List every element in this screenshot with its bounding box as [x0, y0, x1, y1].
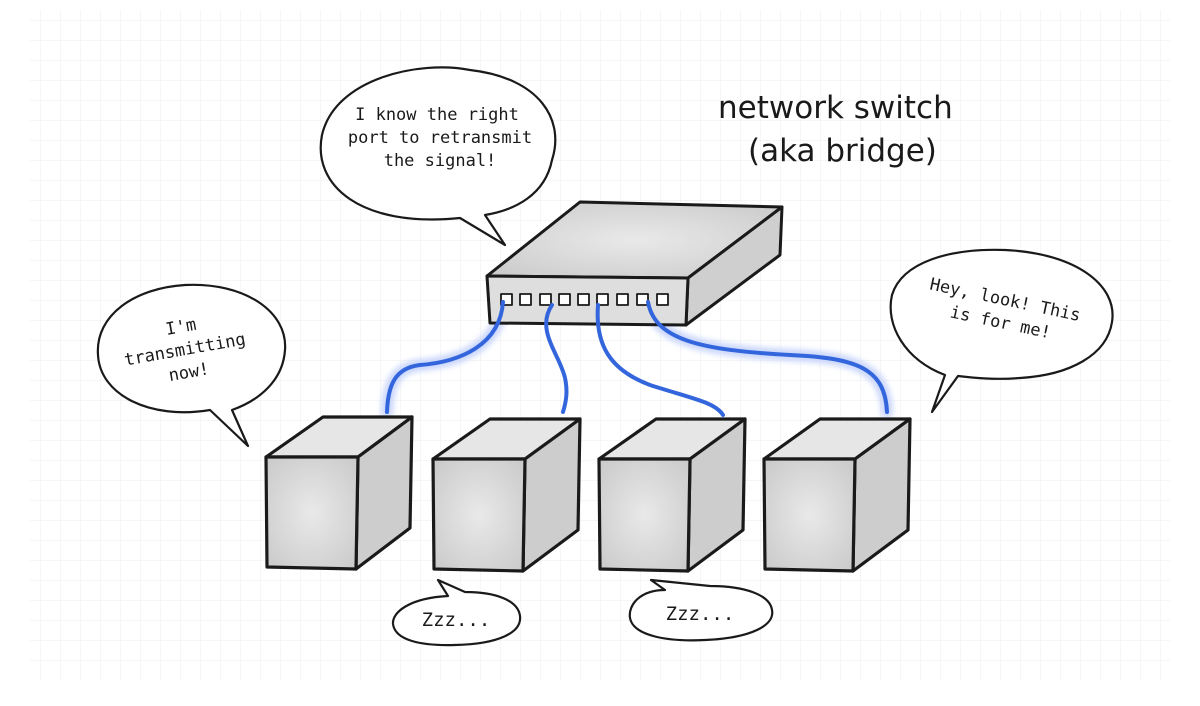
- switch-port: [596, 293, 609, 306]
- sleep-bubble-1: Zzz...: [391, 578, 522, 647]
- switch-port: [558, 293, 571, 306]
- computer-3: [597, 417, 747, 573]
- computer-2: [431, 417, 582, 573]
- switch-port: [519, 293, 532, 306]
- receiver-speech-bubble: Hey, look! This is for me!: [889, 248, 1114, 414]
- switch-port: [539, 293, 552, 306]
- switch-bubble-line-3: the signal!: [384, 151, 497, 171]
- cable-1: [385, 300, 505, 414]
- switch-speech-bubble: I know the right port to retransmit the …: [319, 66, 557, 247]
- title: network switch (aka bridge): [718, 90, 953, 169]
- switch-bubble-line-1: I know the right: [355, 105, 519, 125]
- switch-port: [636, 293, 649, 306]
- sleep-bubble-2: Zzz...: [628, 578, 774, 642]
- switch-bubble-line-2: port to retransmit: [348, 128, 532, 148]
- cable-4: [646, 300, 889, 414]
- sender-speech-bubble: I'm transmitting now!: [96, 283, 287, 448]
- switch-ports: [500, 293, 669, 306]
- cables: [385, 300, 889, 417]
- switch-port: [656, 293, 669, 306]
- title-line-1: network switch: [718, 90, 953, 126]
- title-line-2: (aka bridge): [748, 133, 937, 169]
- switch-port: [500, 293, 513, 306]
- computer-1: [264, 415, 414, 571]
- computer-4: [762, 417, 912, 573]
- sleep-bubble-2-text: Zzz...: [666, 603, 735, 625]
- switch-port: [577, 293, 590, 306]
- switch-port: [616, 293, 629, 306]
- network-switch: [485, 200, 784, 327]
- sleep-bubble-1-text: Zzz...: [422, 609, 491, 631]
- cable-2: [544, 303, 569, 414]
- cable-3: [595, 303, 725, 417]
